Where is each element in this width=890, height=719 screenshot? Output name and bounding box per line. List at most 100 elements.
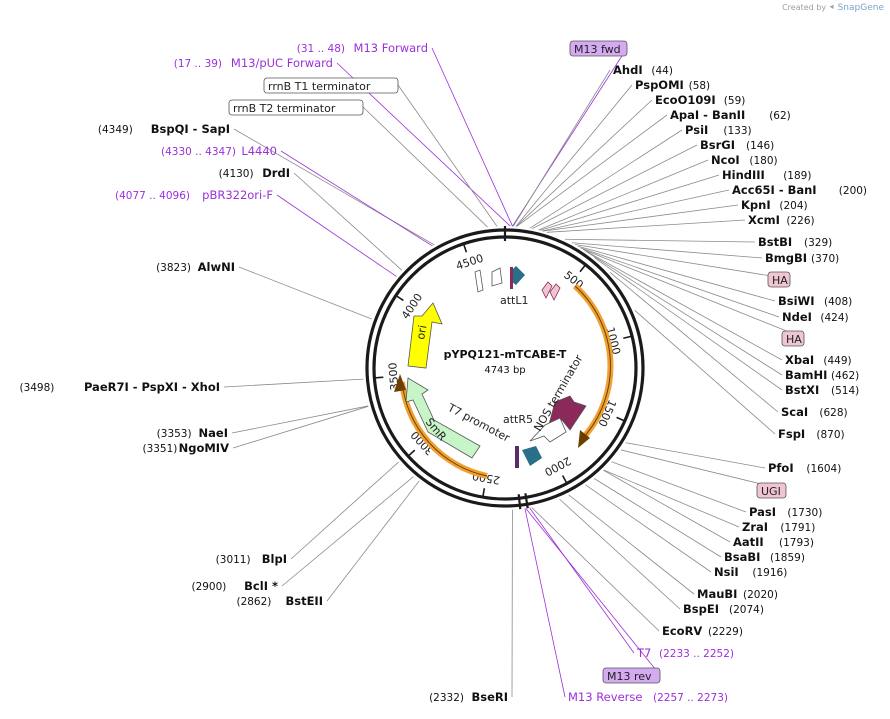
feature-name: BsaBI (724, 550, 760, 564)
leader-line (584, 250, 783, 361)
feature-name: EcoO109I (655, 93, 716, 107)
leader-line (634, 310, 776, 435)
label-box-purple: M13 rev (602, 667, 661, 684)
feature-position: (3351) (142, 443, 177, 455)
leader-line (532, 144, 698, 230)
brand-name: SnapGene (837, 3, 884, 13)
leader-line (609, 272, 779, 413)
label-enzyme: BsrGI(146) (700, 138, 774, 152)
tick-mark (623, 335, 633, 340)
attl1-feature (474, 266, 561, 301)
feature-name: AatII (733, 535, 764, 549)
label-enzyme: PaeR7I - PspXI - XhoI(3498) (19, 380, 220, 394)
feature-name: ApaI - BanII (670, 108, 745, 122)
feature-position: (4330 .. 4347) (161, 146, 236, 158)
open-arrow-feature (529, 417, 567, 443)
feature-name: BstBI (758, 235, 792, 249)
feature-name: NcoI (711, 153, 740, 167)
label-enzyme: NcoI(180) (711, 153, 778, 167)
feature-position: (4349) (98, 124, 133, 136)
label-enzyme: AlwNI(3823) (156, 260, 235, 274)
label-primer: M13/pUC Forward(17 .. 39) (174, 56, 333, 70)
feature-position: (31 .. 48) (297, 43, 345, 55)
feature-position: (2862) (236, 596, 271, 608)
leader-line (293, 172, 403, 271)
feature-position: (449) (823, 355, 851, 367)
label-enzyme: BsaBI(1859) (724, 550, 805, 564)
feature-name: M13 Reverse (568, 690, 642, 704)
feature-position: (1916) (752, 567, 787, 579)
feature-name: PsiI (685, 123, 708, 137)
feature-name: L4440 (241, 144, 277, 158)
label-primer: M13 Forward(31 .. 48) (297, 41, 428, 55)
leader-line (515, 99, 653, 227)
feature-position: (370) (811, 253, 839, 265)
leader-line (575, 244, 791, 280)
feature-position: (514) (831, 385, 859, 397)
label-enzyme: BseRI (2332) (429, 690, 508, 704)
label-box-pink: HA (781, 330, 805, 347)
snapgene-credit: Created by ⯇ SnapGene (782, 3, 884, 13)
label-enzyme: PspOMI(58) (635, 78, 710, 92)
feature-name: BmgBI (765, 251, 807, 265)
tick-label: 2000 (542, 454, 573, 479)
feature-position: (628) (819, 407, 847, 419)
feature-name: XbaI (785, 353, 814, 367)
label-enzyme: PsiI(133) (685, 123, 752, 137)
label-enzyme: AhdI(44) (613, 63, 673, 77)
feature-position: (2229) (708, 626, 743, 638)
label-enzyme: ZraI(1791) (742, 520, 815, 534)
feature-name: AhdI (613, 63, 643, 77)
feature-name: BseRI (471, 690, 508, 704)
attl1-label: attL1 (500, 294, 529, 307)
leader-line (529, 507, 635, 654)
tick-mark (482, 488, 486, 498)
feature-name: XcmI (748, 213, 780, 227)
leader-line (431, 47, 513, 227)
label-leader-lines (223, 47, 805, 698)
feature-position: (870) (816, 429, 844, 441)
leader-line (281, 476, 414, 587)
credit-text: Created by (782, 3, 827, 12)
leader-line (238, 266, 372, 320)
leader-line (580, 247, 780, 318)
label-enzyme: ApaI - BanII (62) (670, 108, 791, 122)
leader-line (611, 461, 747, 513)
leader-line (603, 469, 740, 528)
leader-line (223, 378, 364, 388)
leader-line (540, 174, 720, 231)
label-enzyme: AatII(1793) (733, 535, 814, 549)
feature-position: (2074) (729, 604, 764, 616)
feature-labels: M13 fwdAhdI(44)PspOMI(58)EcoO109I(59)Apa… (19, 40, 867, 704)
leader-line (232, 405, 369, 449)
feature-name: BspEI (683, 602, 719, 616)
leader-line (290, 461, 399, 560)
leader-line (326, 480, 420, 602)
feature-name: PfoI (768, 461, 794, 475)
leader-line (233, 128, 435, 246)
site-mark (517, 494, 522, 510)
feature-name: BstEII (285, 594, 323, 608)
feature-name: T7 (636, 646, 651, 660)
label-enzyme: BsiWI(408) (778, 294, 852, 308)
leader-line (577, 245, 776, 302)
leader-line (603, 469, 731, 543)
label-enzyme: DrdI(4130) (219, 166, 290, 180)
label-enzyme: BstXI(514) (785, 383, 859, 397)
feature-name: rrnB T1 terminator (268, 80, 371, 93)
feature-position: (2900) (191, 581, 226, 593)
feature-position: (1730) (787, 507, 822, 519)
feature-name: PasI (749, 505, 776, 519)
leader-line (571, 242, 763, 259)
feature-position: (226) (786, 215, 814, 227)
label-enzyme: ScaI(628) (781, 405, 848, 419)
feature-position: (2332) (429, 692, 464, 704)
label-enzyme: BamHI(462) (785, 368, 859, 382)
label-box-white: rrnB T1 terminator (263, 77, 399, 94)
feature-name: AlwNI (198, 260, 235, 274)
feature-position: (62) (769, 110, 791, 122)
tick-mark (462, 243, 468, 253)
feature-position: (146) (746, 140, 774, 152)
leader-line (529, 129, 683, 229)
